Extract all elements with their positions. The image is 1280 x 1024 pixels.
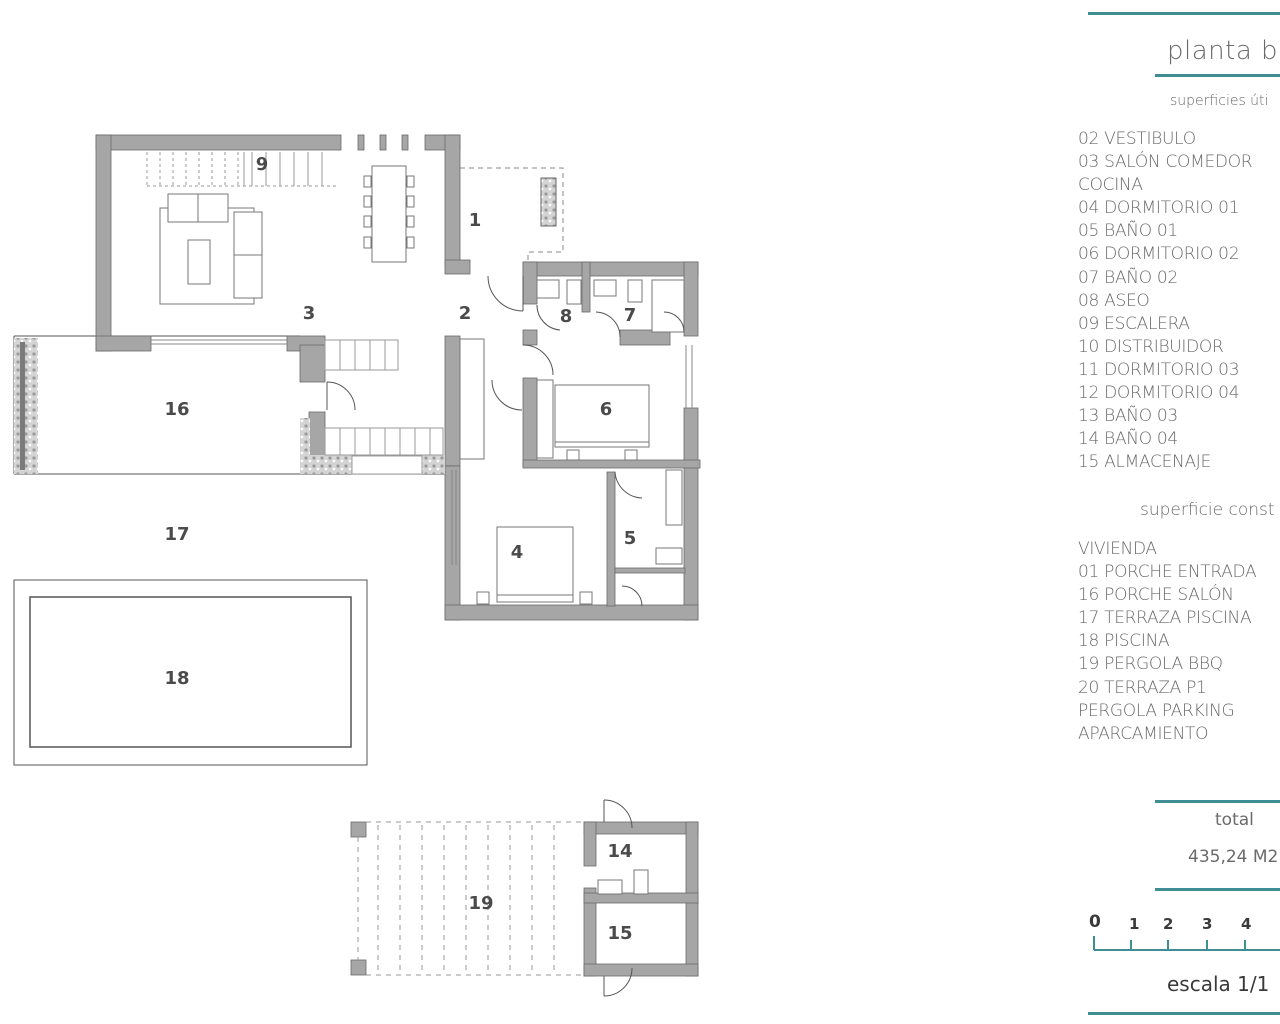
room-label-4: 4	[511, 542, 524, 563]
entrance-porch	[460, 167, 564, 264]
title-rule	[1155, 74, 1280, 77]
surface-item: 01 PORCHE ENTRADA	[1078, 562, 1257, 583]
windows	[151, 339, 693, 565]
surface-item: 04 DORMITORIO 01	[1078, 198, 1240, 219]
room-label-5: 5	[624, 528, 637, 549]
room-label-18: 18	[164, 668, 189, 689]
total-rule-bottom	[1155, 888, 1280, 891]
pergola-bbq	[357, 821, 584, 976]
stone-planter-left	[14, 338, 38, 474]
scale-tick-4: 4	[1241, 915, 1252, 933]
surface-item: 08 ASEO	[1078, 290, 1150, 311]
furniture	[159, 165, 685, 895]
porch-planter	[540, 177, 557, 227]
stone-strip	[300, 418, 310, 474]
room-label-6: 6	[600, 399, 613, 420]
top-rule	[1088, 12, 1280, 15]
scale-label: escala 1/1	[1167, 972, 1270, 996]
room-label-16: 16	[164, 399, 189, 420]
bed-6	[554, 384, 650, 448]
room-label-1: 1	[469, 210, 482, 231]
pool-terrace	[13, 335, 445, 766]
plan-title: planta ba	[1167, 36, 1280, 66]
scale-tick-3: 3	[1202, 915, 1213, 933]
dining-table	[371, 165, 407, 263]
surface-item: 07 BAÑO 02	[1078, 267, 1178, 288]
doors	[326, 275, 685, 997]
total-value: 435,24 M2	[1188, 847, 1279, 867]
room-label-19: 19	[468, 893, 493, 914]
room-labels: 1 2 3 4 5 6 7 8 9 14 15 16 17 18 19	[164, 154, 636, 944]
staircase	[146, 152, 444, 456]
total-label: total	[1215, 810, 1254, 830]
bed-4	[496, 526, 574, 603]
walls	[95, 134, 701, 977]
room-label-17: 17	[164, 524, 189, 545]
surface-item: 14 BAÑO 04	[1078, 429, 1178, 450]
coffee-table	[187, 239, 211, 285]
surface-item: PERGOLA PARKING	[1078, 700, 1235, 721]
scale-tick-2: 2	[1163, 915, 1174, 933]
total-rule-top	[1155, 800, 1280, 803]
floor-plan: 1 2 3 4 5 6 7 8 9 14 15 16 17 18 19	[13, 134, 701, 997]
surface-item: 19 PERGOLA BBQ	[1078, 654, 1223, 675]
pool-outer	[13, 579, 368, 766]
room-label-2: 2	[459, 303, 472, 324]
surface-item: 03 SALÓN COMEDOR	[1078, 152, 1253, 173]
surface-item: 20 TERRAZA P1	[1078, 677, 1207, 698]
room-label-3: 3	[303, 303, 316, 324]
room-label-7: 7	[624, 305, 637, 326]
room-label-9: 9	[256, 154, 269, 175]
room-label-14: 14	[607, 841, 632, 862]
pool-inner	[29, 596, 352, 748]
scale-line	[1093, 936, 1280, 951]
surface-item: 09 ESCALERA	[1078, 313, 1190, 334]
room-label-8: 8	[560, 306, 573, 327]
built-heading: superficie const	[1140, 500, 1275, 520]
bottom-rule	[1088, 1012, 1280, 1015]
surface-item: 11 DORMITORIO 03	[1078, 359, 1240, 380]
surface-item: 16 PORCHE SALÓN	[1078, 585, 1234, 606]
surface-item: 17 TERRAZA PISCINA	[1078, 608, 1252, 629]
surface-item: 06 DORMITORIO 02	[1078, 244, 1240, 265]
surface-item: COCINA	[1078, 175, 1143, 196]
scale-tick-0: 0	[1089, 912, 1101, 932]
scale-tick-1: 1	[1129, 915, 1140, 933]
surface-item: VIVIENDA	[1078, 539, 1157, 559]
surface-item: 13 BAÑO 03	[1078, 406, 1178, 427]
surface-item: 18 PISCINA	[1078, 631, 1170, 652]
surface-item: 02 VESTIBULO	[1078, 129, 1196, 149]
useful-heading: superficies úti	[1170, 93, 1269, 109]
info-panel: planta ba superficies úti 02 VESTIBULO03…	[1075, 0, 1280, 1024]
surface-item: APARCAMIENTO	[1078, 723, 1209, 744]
surface-item: 15 ALMACENAJE	[1078, 452, 1211, 473]
room-label-15: 15	[607, 923, 632, 944]
surface-item: 12 DORMITORIO 04	[1078, 383, 1240, 404]
surface-item: 05 BAÑO 01	[1078, 221, 1178, 242]
surface-item: 10 DISTRIBUIDOR	[1078, 336, 1224, 357]
